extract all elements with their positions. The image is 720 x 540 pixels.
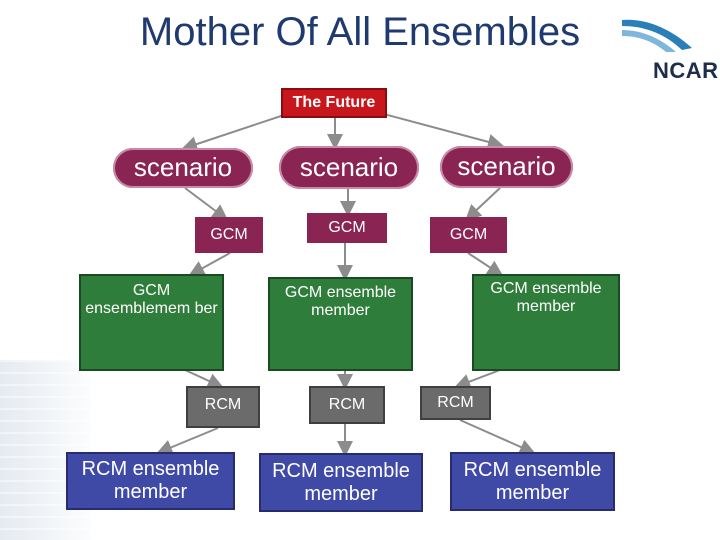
connector-scenario-gcm-3 xyxy=(465,187,501,221)
connector-member-rcm-3 xyxy=(454,369,501,390)
gcm-member-box-3: GCM ensemble member xyxy=(472,274,620,371)
connector-member-rcm-1 xyxy=(184,369,224,389)
ncar-logo: NCAR xyxy=(653,58,719,83)
scenario-box-3: scenario xyxy=(440,146,573,188)
gcm-box-3: GCM xyxy=(430,217,507,253)
rcm-box-3: RCM xyxy=(420,386,491,420)
connector-gcm-member-3 xyxy=(467,252,504,277)
ncar-swoosh-icon xyxy=(622,19,692,52)
connector-rcm-member-1 xyxy=(156,427,219,455)
rcm-member-box-3: RCM ensemble member xyxy=(450,452,615,511)
decorative-grid xyxy=(0,360,90,540)
gcm-member-box-1: GCM ensemblemem ber xyxy=(79,274,224,371)
gcm-box-2: GCM xyxy=(307,213,387,243)
rcm-member-box-2: RCM ensemble member xyxy=(259,453,423,512)
scenario-box-2: scenario xyxy=(279,146,419,189)
rcm-box-2: RCM xyxy=(309,386,385,424)
scenario-box-1: scenario xyxy=(113,148,253,188)
page-title: Mother Of All Ensembles xyxy=(139,10,581,54)
gcm-member-box-2: GCM ensemble member xyxy=(268,277,413,371)
the-future-box: The Future xyxy=(281,88,387,118)
connector-future-scenario-3 xyxy=(379,112,504,150)
connector-rcm-member-3 xyxy=(459,419,536,455)
gcm-box-1: GCM xyxy=(195,217,263,253)
connector-gcm-member-1 xyxy=(188,252,231,276)
rcm-box-1: RCM xyxy=(186,386,260,428)
connector-future-scenario-1 xyxy=(181,112,291,152)
connector-scenario-gcm-1 xyxy=(184,187,229,221)
rcm-member-box-1: RCM ensemble member xyxy=(66,452,235,510)
